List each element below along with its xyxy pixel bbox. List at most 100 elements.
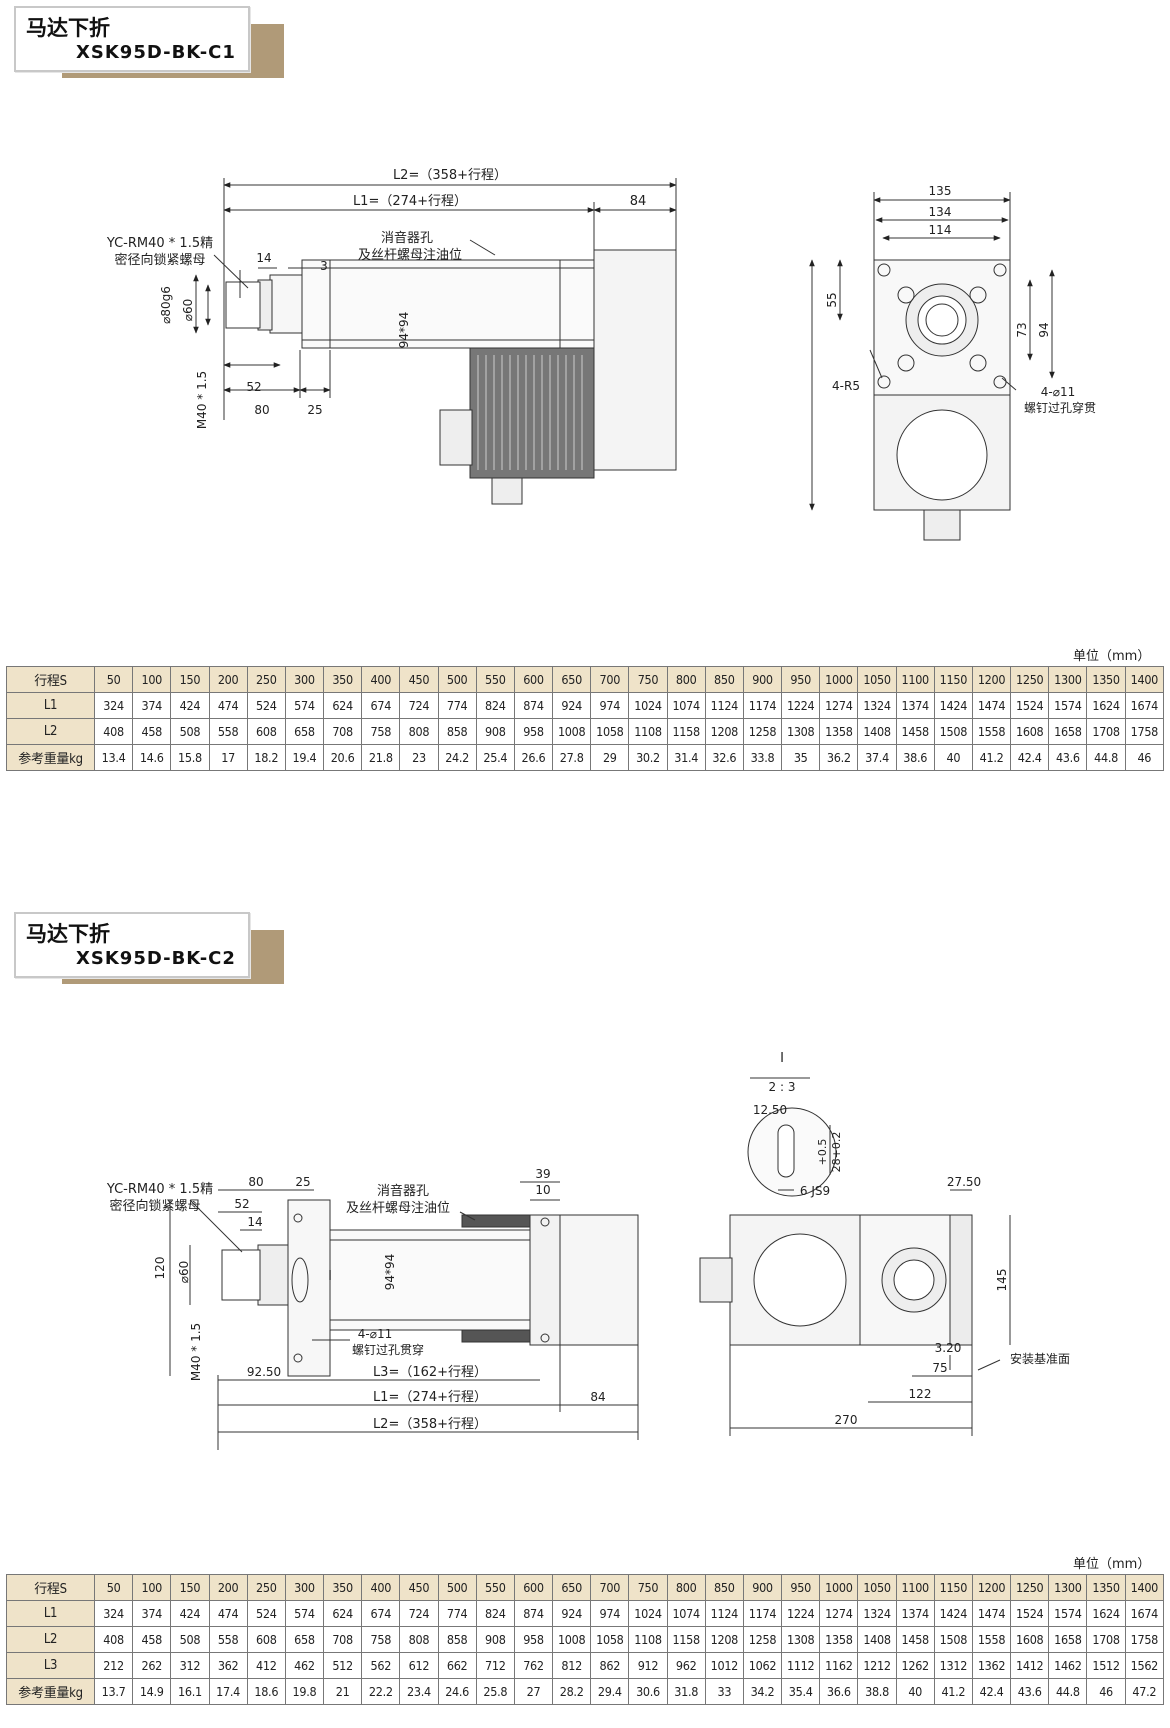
dim-l2: L2=（358+行程）	[393, 168, 507, 183]
table-cell: 524	[246, 1600, 286, 1627]
table-cell: 1074	[666, 1600, 706, 1627]
table-cell: 1150	[933, 1574, 973, 1601]
table-cell: 1758	[1124, 718, 1165, 745]
table-cell: 1262	[895, 1652, 935, 1679]
table-cell: 32.6	[704, 744, 744, 771]
muffler-label-1: 消音器孔	[381, 230, 433, 246]
table-cell: 612	[399, 1652, 439, 1679]
table-cell: 1024	[628, 1600, 668, 1627]
table-cell: 700	[590, 666, 630, 693]
datum-label: 安装基准面	[1010, 1351, 1070, 1366]
dim-phi60: ⌀60	[181, 299, 195, 322]
table-cell: 1558	[971, 1626, 1012, 1653]
muffler-label-2: 及丝杆螺母注油位	[358, 248, 462, 263]
table-cell: 674	[361, 692, 401, 719]
table-cell: 212	[93, 1652, 134, 1679]
table-cell: 600	[513, 666, 554, 693]
table-cell: 1400	[1124, 1574, 1165, 1601]
table-cell: 1100	[895, 666, 935, 693]
table-cell: 658	[284, 718, 325, 745]
table-cell: 508	[170, 1626, 210, 1653]
dim-3-20: 3.20	[935, 1341, 962, 1355]
table-cell: 42.4	[1010, 744, 1050, 771]
table-cell: 950	[781, 1574, 821, 1601]
table-cell: 41.2	[933, 1678, 973, 1705]
table-cell: 758	[361, 718, 401, 745]
table-cell: 750	[628, 666, 668, 693]
table-cell: 28.2	[552, 1678, 592, 1705]
table-cell: 1562	[1124, 1652, 1165, 1679]
table-cell: 44.8	[1086, 744, 1126, 771]
table-cell: 1674	[1124, 1600, 1165, 1627]
table-cell: 150	[170, 1574, 210, 1601]
table-cell: 1024	[628, 692, 668, 719]
table-cell: 1200	[971, 1574, 1012, 1601]
dim-94x94: 94*94	[383, 1254, 397, 1291]
table-cell: 1012	[704, 1652, 744, 1679]
table-cell: 1324	[857, 1600, 897, 1627]
table-cell: 750	[628, 1574, 668, 1601]
table-cell: 46	[1086, 1678, 1126, 1705]
table-cell: 500	[437, 666, 477, 693]
table-cell: 46	[1124, 744, 1165, 771]
table-cell: 558	[208, 1626, 248, 1653]
table-cell: 508	[170, 718, 210, 745]
table-cell: 724	[399, 692, 439, 719]
header-box	[14, 6, 250, 72]
table-cell: 1574	[1048, 692, 1088, 719]
table-cell: 38.8	[857, 1678, 897, 1705]
dim-l3: L3=（162+行程）	[373, 1365, 487, 1380]
table-cell: 23	[399, 744, 439, 771]
table-cell: 29	[590, 744, 630, 771]
table-cell: 29.4	[590, 1678, 630, 1705]
table-cell: 1408	[857, 1626, 897, 1653]
table-cell: 200	[208, 1574, 248, 1601]
dim-l1: L1=（274+行程）	[373, 1390, 487, 1405]
table-cell: 924	[552, 1600, 592, 1627]
table-cell: 912	[628, 1652, 668, 1679]
table-cell: 1274	[819, 1600, 859, 1627]
unit-label: 单位（mm）	[1073, 1557, 1151, 1572]
table-cell: 312	[170, 1652, 210, 1679]
table-cell: 1458	[895, 718, 935, 745]
table-cell: 1074	[666, 692, 706, 719]
table-cell: 550	[475, 1574, 515, 1601]
table-cell: 1050	[857, 666, 897, 693]
table-cell: 24.6	[437, 1678, 477, 1705]
detail-title: I	[780, 1051, 784, 1066]
table-cell: 808	[399, 1626, 439, 1653]
hole-label-1: 4-⌀11	[358, 1327, 392, 1341]
table-cell: 19.8	[284, 1678, 325, 1705]
table-cell: 35.4	[781, 1678, 821, 1705]
table-cell: 40	[933, 744, 973, 771]
table-cell: 1124	[704, 1600, 744, 1627]
detail-mark: I	[328, 1269, 332, 1284]
row-header: L2	[6, 718, 95, 745]
table-cell: 18.2	[246, 744, 286, 771]
table-cell: 724	[399, 1600, 439, 1627]
table-cell: 1108	[628, 718, 668, 745]
table-cell: 774	[437, 692, 477, 719]
table-cell: 1124	[704, 692, 744, 719]
table-cell: 1458	[895, 1626, 935, 1653]
dim-phi60: ⌀60	[177, 1261, 191, 1284]
dim-phi80: ⌀80g6	[159, 286, 173, 324]
unit-label: 单位（mm）	[1073, 649, 1151, 664]
table-cell: 824	[475, 692, 515, 719]
table-cell: 36.2	[819, 744, 859, 771]
table-cell: 1508	[933, 1626, 973, 1653]
table-cell: 550	[475, 666, 515, 693]
table-cell: 700	[590, 1574, 630, 1601]
table-cell: 250	[246, 1574, 286, 1601]
table-cell: 21.8	[361, 744, 401, 771]
table-cell: 424	[170, 1600, 210, 1627]
table-cell: 200	[208, 666, 248, 693]
table-cell: 1658	[1048, 1626, 1088, 1653]
